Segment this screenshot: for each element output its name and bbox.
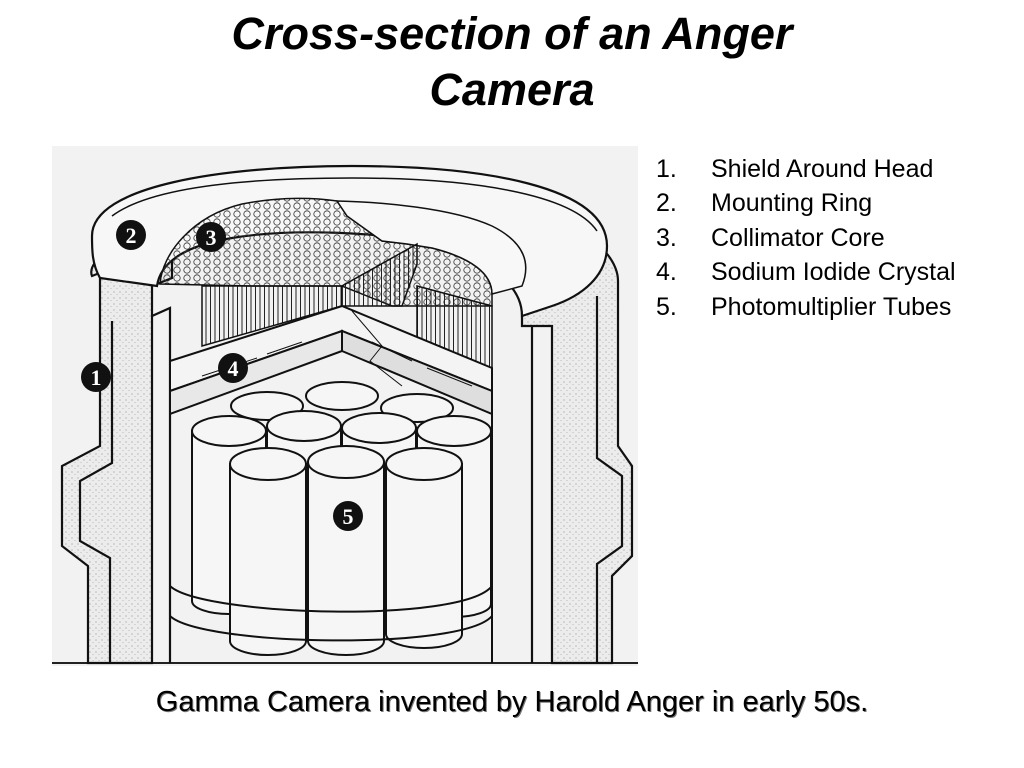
callout-3-label: 3 <box>206 225 217 250</box>
legend-label: Collimator Core <box>711 223 885 252</box>
legend-number: 1. <box>656 155 677 183</box>
slide-caption: Gamma Camera invented by Harold Anger in… <box>155 686 869 718</box>
legend-label: Shield Around Head <box>711 155 934 183</box>
callout-2: 2 <box>116 220 146 250</box>
collimator-core <box>159 197 527 370</box>
legend-item: 3. Collimator Core <box>656 221 1016 255</box>
callout-4: 4 <box>218 353 248 383</box>
legend-number: 3. <box>656 223 677 252</box>
sodium-iodide-crystal <box>169 304 493 416</box>
callout-4-label: 4 <box>228 356 239 381</box>
slide-title-line-1: Cross-section of an Anger <box>231 8 793 59</box>
legend-label: Photomultiplier Tubes <box>711 292 952 321</box>
legend-item: 2. Mounting Ring <box>656 186 1016 220</box>
legend-item: 1. Shield Around Head <box>656 152 1016 186</box>
anger-camera-diagram: 1 2 3 4 5 <box>52 146 638 666</box>
shield-right <box>520 244 634 665</box>
callout-5: 5 <box>333 501 363 531</box>
slide-title-line-2: Camera <box>429 64 595 115</box>
anger-camera-illustration: 1 2 3 4 5 <box>52 146 638 666</box>
callout-1: 1 <box>81 362 111 392</box>
component-legend: 1. Shield Around Head 2. Mounting Ring 3… <box>656 152 1016 324</box>
legend-label: Mounting Ring <box>711 189 873 218</box>
photomultiplier-tubes <box>169 381 493 656</box>
inner-housing <box>169 414 493 663</box>
legend-item: 5. Photomultiplier Tubes <box>656 290 1016 324</box>
legend-number: 2. <box>656 189 677 218</box>
legend-number: 5. <box>656 292 677 321</box>
callout-3: 3 <box>196 222 226 252</box>
legend-label: Sodium Iodide Crystal <box>711 258 956 287</box>
callout-5-label: 5 <box>343 504 354 529</box>
slide-title: Cross-section of an Anger Camera <box>0 6 1024 118</box>
legend-item: 4. Sodium Iodide Crystal <box>656 255 1016 289</box>
callout-2-label: 2 <box>126 223 137 248</box>
legend-number: 4. <box>656 258 677 287</box>
callout-1-label: 1 <box>91 365 102 390</box>
